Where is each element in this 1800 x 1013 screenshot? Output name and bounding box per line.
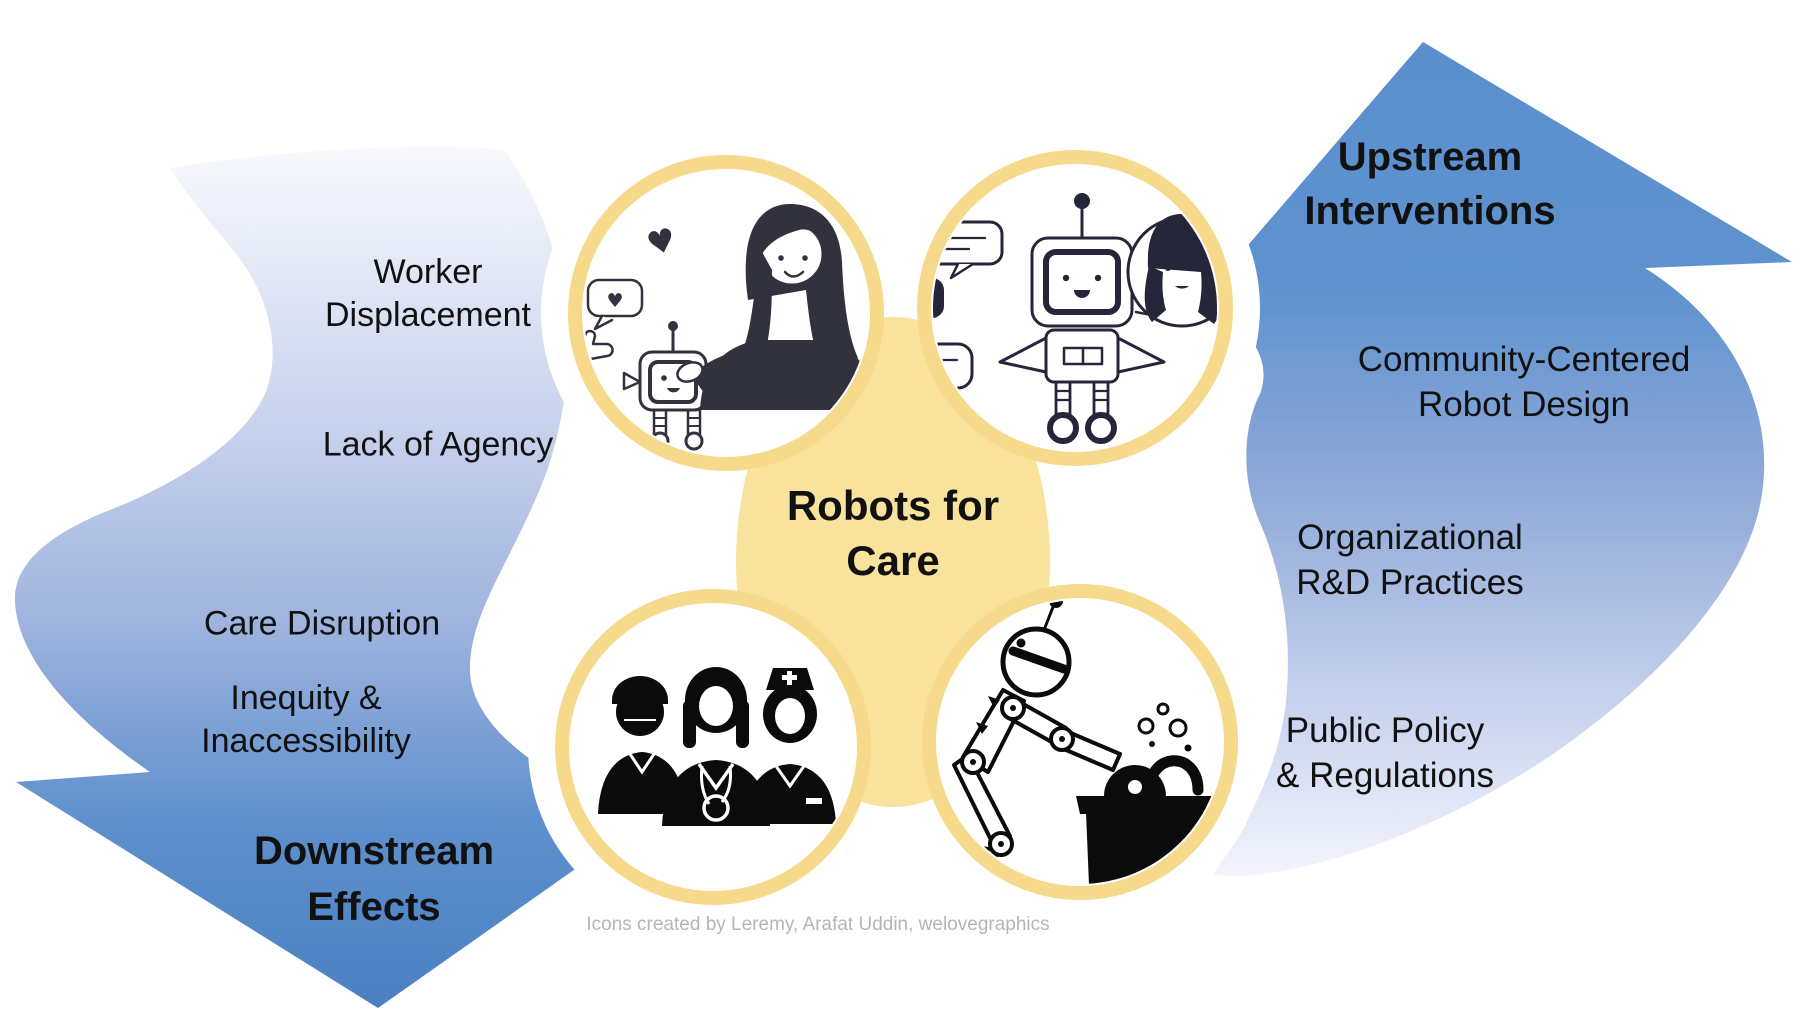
label-line: Care Disruption [203,604,441,643]
label-line: & Regulations [1276,756,1494,795]
label-line: Lack of Agency [322,425,554,464]
downstream-arrow [14,146,642,1009]
upstream-arrow [1205,42,1792,876]
label-public-policy-regulations: Public Policy & Regulations [1276,708,1494,798]
label-line: Downstream [253,829,495,873]
label-line: Robot Design [1417,385,1631,424]
label-line: Robots for [786,482,1000,529]
label-lack-of-agency: Lack of Agency [323,424,554,467]
label-upstream-interventions: Upstream Interventions [1304,130,1555,238]
label-line: Public Policy [1285,711,1485,750]
label-line: Upstream [1337,135,1523,179]
label-organizational-rd-practices: Organizational R&D Practices [1296,515,1524,605]
center-title: Robots for Care [787,478,999,588]
healthcare-team-icon [598,667,836,826]
label-line: Community-Centered [1357,340,1691,379]
label-line: R&D Practices [1296,563,1524,602]
label-community-centered-robot-design: Community-Centered Robot Design [1358,337,1691,427]
label-line: Inaccessibility [201,722,411,760]
icon-credit: Icons created by Leremy, Arafat Uddin, w… [586,914,1050,935]
label-line: Interventions [1304,189,1556,233]
label-line: Displacement [325,296,531,334]
caregiver-with-robot-icon: ♥ ♥ [584,204,868,451]
label-inequity-inaccessibility: Inequity & Inaccessibility [201,677,411,763]
label-line: Inequity & [230,679,382,717]
label-downstream-effects: Downstream Effects [254,823,494,935]
svg-text:♥: ♥ [606,290,623,312]
label-line: Effects [307,885,441,929]
label-worker-displacement: Worker Displacement [325,251,531,337]
label-care-disruption: Care Disruption [204,603,440,646]
label-line: Care [846,537,940,584]
label-line: Organizational [1297,518,1523,557]
robot-chat-companion-icon [933,193,1217,444]
label-line: Worker [373,253,483,291]
